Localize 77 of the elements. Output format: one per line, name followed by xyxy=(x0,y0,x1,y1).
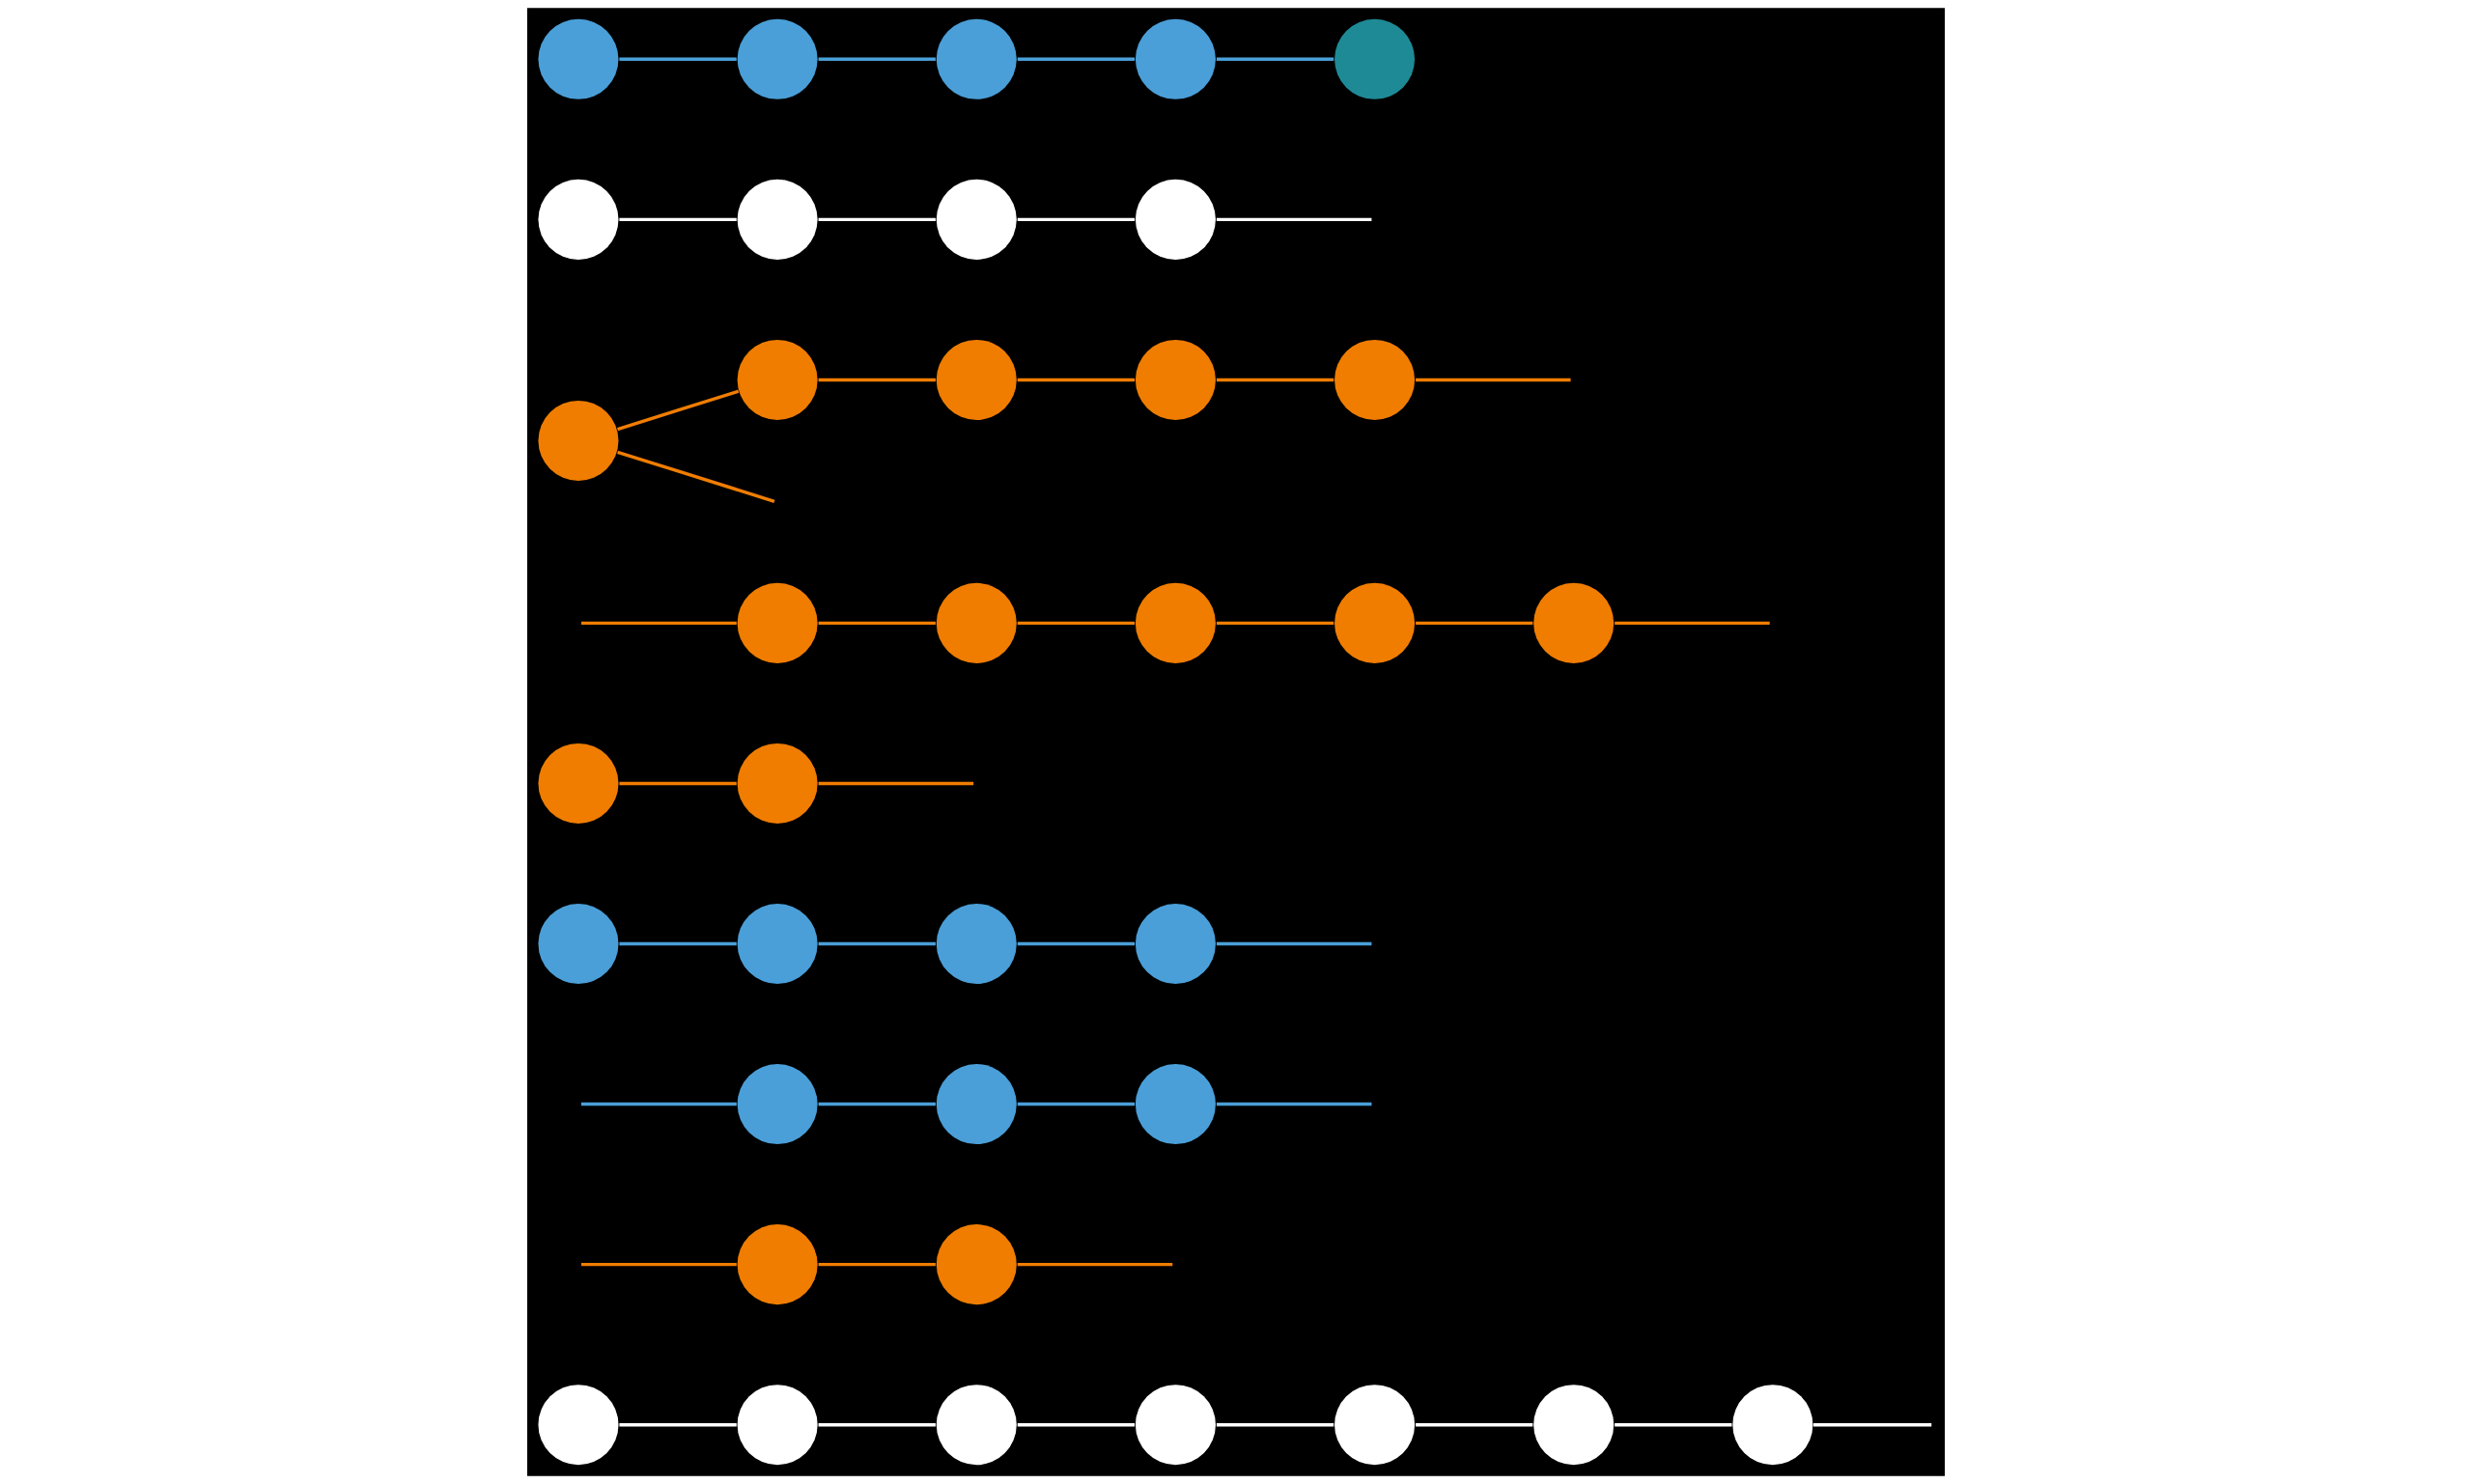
node-circle xyxy=(538,179,619,260)
connector xyxy=(1416,378,1571,382)
node-circle xyxy=(1135,339,1216,420)
node-circle xyxy=(1334,582,1416,663)
connector xyxy=(1017,941,1136,946)
node-circle xyxy=(1533,1385,1615,1466)
node-circle xyxy=(1334,1385,1416,1466)
node-circle xyxy=(538,18,619,99)
connector xyxy=(617,389,740,432)
node-circle xyxy=(936,904,1017,985)
connector xyxy=(818,217,936,222)
connector xyxy=(1216,621,1334,626)
node-circle xyxy=(737,1385,818,1466)
connector xyxy=(1216,941,1372,946)
connector xyxy=(818,1262,936,1267)
node-circle xyxy=(737,1064,818,1145)
node-circle xyxy=(936,18,1017,99)
node-circle xyxy=(1135,1385,1216,1466)
connector xyxy=(1017,1423,1136,1427)
connector xyxy=(1017,217,1136,222)
node-circle xyxy=(737,179,818,260)
node-circle xyxy=(1533,582,1615,663)
node-circle xyxy=(737,742,818,824)
node-circle xyxy=(737,904,818,985)
node-circle xyxy=(1135,904,1216,985)
node-circle xyxy=(1135,1064,1216,1145)
node-circle xyxy=(538,1385,619,1466)
connector xyxy=(1216,57,1334,61)
connector xyxy=(1216,217,1372,222)
connector xyxy=(1017,378,1136,382)
node-circle xyxy=(1135,18,1216,99)
node-circle xyxy=(1135,582,1216,663)
connector xyxy=(818,621,936,626)
node-circle xyxy=(737,18,818,99)
connector xyxy=(619,941,737,946)
node-circle xyxy=(538,904,619,985)
node-circle xyxy=(936,339,1017,420)
connector xyxy=(1812,1423,1932,1427)
node-circle xyxy=(936,1064,1017,1145)
connector xyxy=(580,1262,737,1267)
connector xyxy=(580,1102,737,1106)
connector xyxy=(818,1423,936,1427)
connector xyxy=(818,378,936,382)
connector xyxy=(1017,621,1136,626)
node-circle xyxy=(1334,18,1416,99)
connector xyxy=(619,781,737,786)
node-circle xyxy=(737,582,818,663)
node-circle xyxy=(936,179,1017,260)
node-circle xyxy=(538,400,619,481)
connector xyxy=(1216,1102,1372,1106)
node-circle xyxy=(737,339,818,420)
connector xyxy=(617,450,775,503)
connector xyxy=(1615,621,1770,626)
node-circle xyxy=(1732,1385,1813,1466)
connector xyxy=(1017,1262,1173,1267)
connector xyxy=(1216,1423,1334,1427)
node-circle xyxy=(936,1385,1017,1466)
connector xyxy=(1416,1423,1533,1427)
connector xyxy=(818,1102,936,1106)
node-circle xyxy=(1334,339,1416,420)
connector xyxy=(1216,378,1334,382)
connector xyxy=(1017,1102,1136,1106)
connector xyxy=(619,57,737,61)
connector xyxy=(818,781,974,786)
connector xyxy=(1017,57,1136,61)
node-circle xyxy=(936,582,1017,663)
node-circle xyxy=(1135,179,1216,260)
connector xyxy=(619,1423,737,1427)
node-circle xyxy=(737,1224,818,1305)
connector xyxy=(1416,621,1533,626)
connector xyxy=(818,941,936,946)
node-circle xyxy=(538,742,619,824)
connector xyxy=(619,217,737,222)
connector xyxy=(1615,1423,1732,1427)
connector xyxy=(818,57,936,61)
connector xyxy=(580,621,737,626)
node-circle xyxy=(936,1224,1017,1305)
